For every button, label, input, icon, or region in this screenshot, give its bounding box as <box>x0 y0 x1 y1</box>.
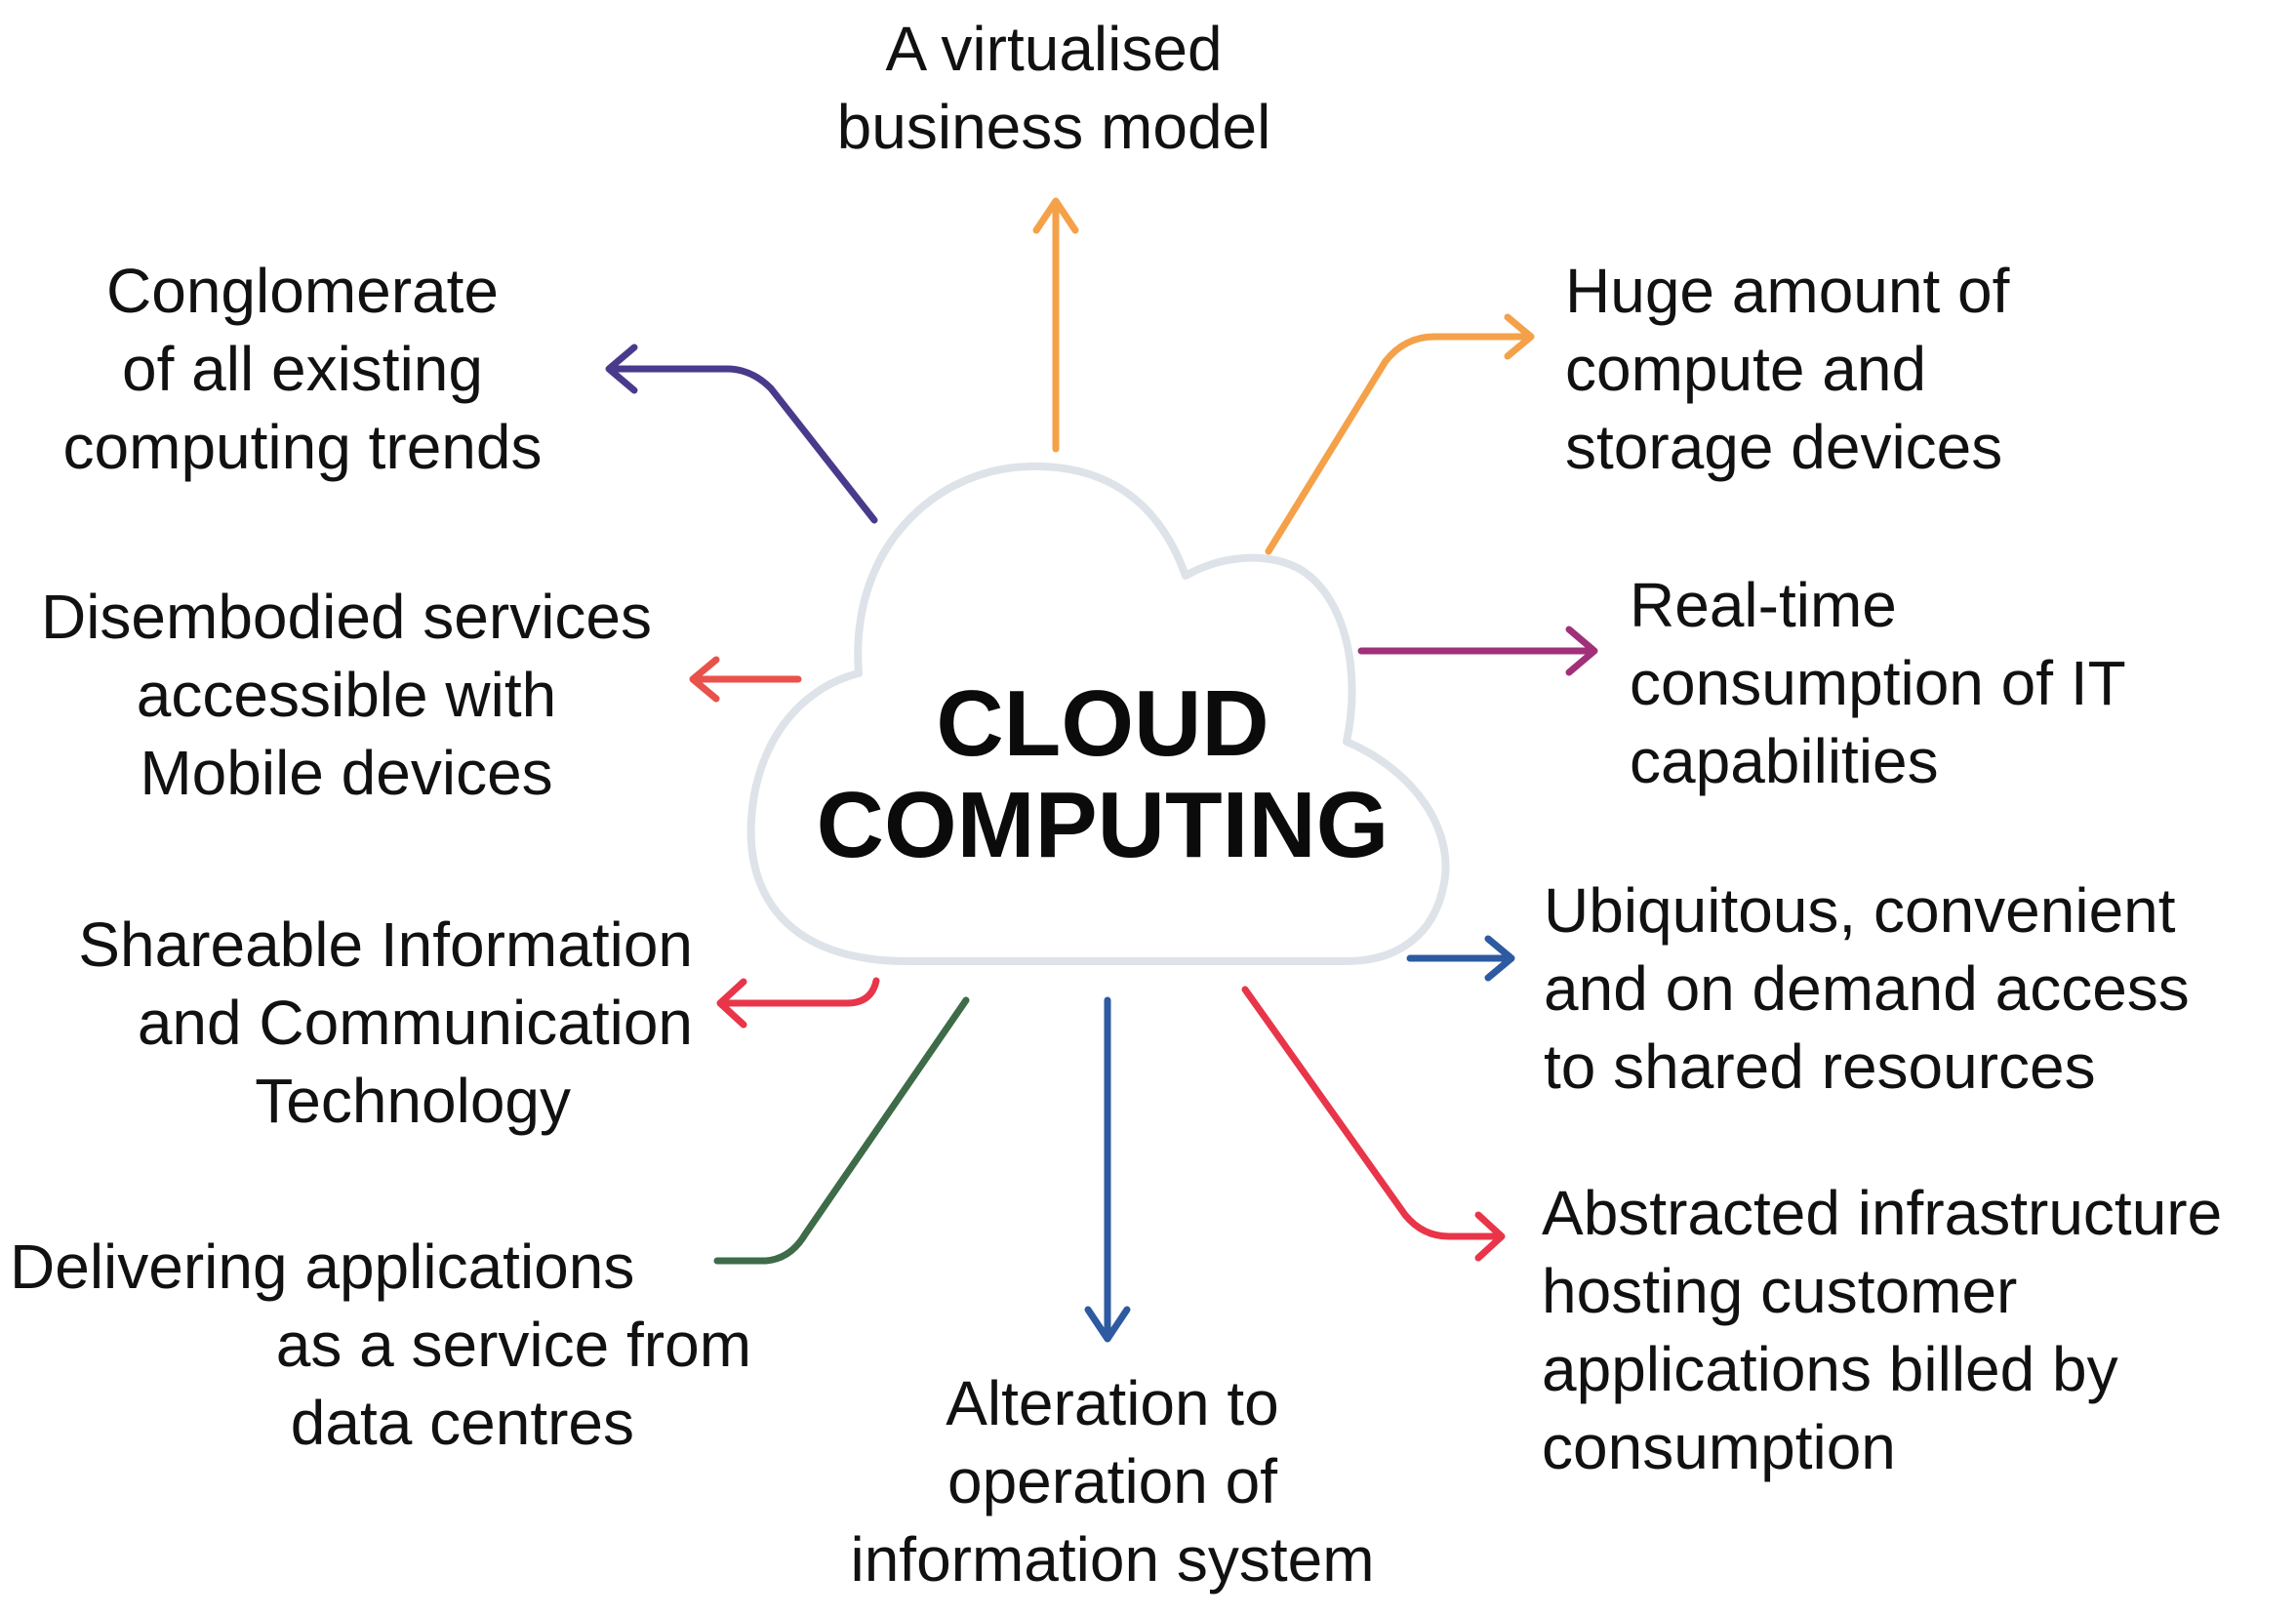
label-line: information system <box>850 1524 1375 1595</box>
label-line: accessible with <box>136 660 557 730</box>
arrow-right-low <box>1406 935 1515 982</box>
label-real-time-consumption: Real-time consumption of IT capabilities <box>1630 566 2176 800</box>
arrow-left-mid <box>689 656 802 703</box>
arrow-bottom-right <box>1241 986 1506 1262</box>
label-line: Delivering applications <box>10 1232 635 1302</box>
label-delivering-applications: Delivering applications as a service fro… <box>10 1228 751 1462</box>
label-line: computing trends <box>62 412 543 482</box>
label-line: hosting customer <box>1542 1256 2018 1326</box>
label-line: data centres <box>290 1388 634 1458</box>
label-alteration-operation: Alteration to operation of information s… <box>771 1364 1454 1598</box>
label-conglomerate: Conglomerate of all existing computing t… <box>29 252 576 486</box>
label-abstracted-infrastructure: Abstracted infrastructure hosting custom… <box>1542 1174 2293 1486</box>
arrow-left-low <box>716 977 880 1029</box>
label-line: Alteration to <box>946 1368 1279 1438</box>
label-line: Technology <box>255 1066 571 1136</box>
label-disembodied-services: Disembodied services accessible with Mob… <box>15 578 678 812</box>
arrow-bottom <box>1084 996 1131 1343</box>
arrow-right-mid <box>1357 626 1598 676</box>
label-virtualised-business-model: A virtualised business model <box>761 10 1347 166</box>
label-line: A virtualised <box>885 14 1223 84</box>
label-line: compute and <box>1565 334 1927 404</box>
label-line: Ubiquitous, convenient <box>1544 875 2176 946</box>
label-line: and on demand access <box>1544 953 2190 1024</box>
label-line: to shared resources <box>1544 1031 2096 1102</box>
label-line: Shareable Information <box>78 909 693 980</box>
label-line: Mobile devices <box>140 738 553 808</box>
label-line: Abstracted infrastructure <box>1542 1178 2223 1248</box>
label-line: as a service from <box>275 1310 751 1380</box>
label-line: of all existing <box>122 334 483 404</box>
arrow-top <box>1032 197 1079 453</box>
center-title-line-2: COMPUTING <box>816 773 1390 877</box>
arrow-top-right <box>1265 313 1535 555</box>
label-line: Real-time <box>1630 570 1897 640</box>
label-line: Huge amount of <box>1565 256 2010 326</box>
label-line: business model <box>836 92 1271 162</box>
label-line: Conglomerate <box>106 256 499 326</box>
label-line: and Communication <box>137 988 693 1058</box>
arrow-bottom-left <box>713 996 970 1265</box>
label-line: Disembodied services <box>40 582 653 652</box>
label-ubiquitous-access: Ubiquitous, convenient and on demand acc… <box>1544 871 2246 1106</box>
label-huge-amount: Huge amount of compute and storage devic… <box>1565 252 2112 486</box>
label-line: applications billed by <box>1542 1334 2118 1404</box>
label-line: consumption of IT <box>1630 648 2126 718</box>
cloud-shape <box>746 462 1450 965</box>
label-line: storage devices <box>1565 412 2003 482</box>
label-shareable-ict: Shareable Information and Communication … <box>29 906 693 1140</box>
arrow-top-left <box>605 343 878 524</box>
label-line: operation of <box>947 1446 1278 1516</box>
label-line: capabilities <box>1630 726 1939 796</box>
center-title-line-1: CLOUD <box>936 671 1269 776</box>
center-title: CLOUD COMPUTING <box>781 673 1425 876</box>
label-line: consumption <box>1542 1412 1896 1482</box>
